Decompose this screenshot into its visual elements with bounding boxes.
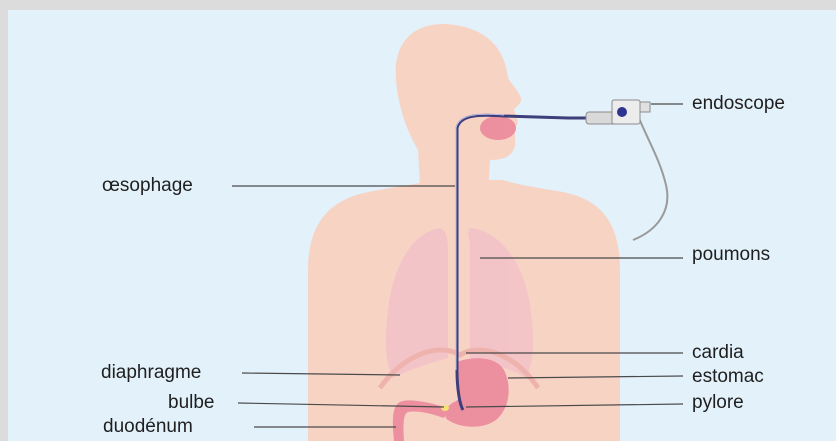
endoscope-eyepiece [617, 107, 627, 117]
label-cardia: cardia [692, 343, 744, 362]
label-bulbe: bulbe [168, 393, 215, 412]
label-duodenum: duodénum [103, 417, 193, 436]
label-poumons: poumons [692, 245, 770, 264]
label-oesophage: œsophage [102, 176, 193, 195]
endoscope-cable [633, 116, 667, 240]
label-diaphragme: diaphragme [101, 363, 201, 382]
label-pylore: pylore [692, 393, 744, 412]
label-estomac: estomac [692, 367, 764, 386]
endoscope-knob [640, 102, 650, 112]
diagram-canvas: endoscope œsophage poumons cardia diaphr… [8, 10, 836, 441]
label-endoscope: endoscope [692, 94, 785, 113]
pylorus-mark [441, 405, 449, 411]
mouth-cavity [480, 116, 516, 140]
